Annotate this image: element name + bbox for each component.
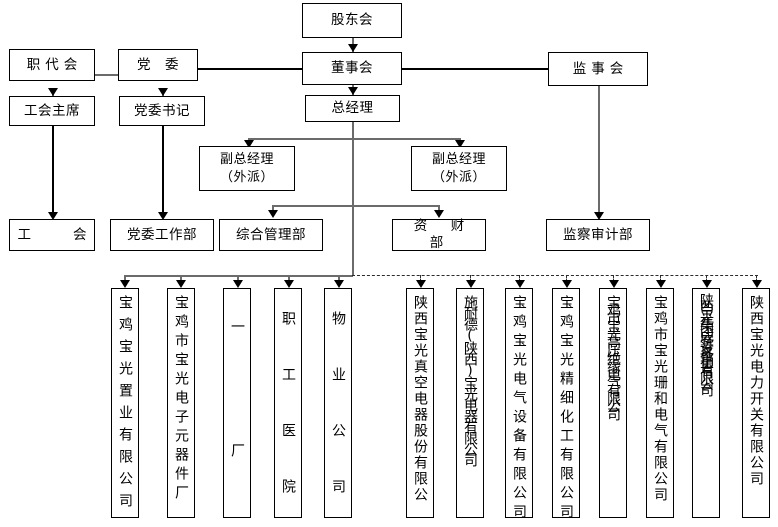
subsidiary-label: 施耐德(陕西)宝光电器有限公司 [462, 295, 478, 464]
node-subsidiary-8[interactable]: 宝鸡宝光电气设备有限公司 [505, 288, 533, 518]
node-subsidiary-6[interactable]: 陕西宝光真空电器股份有限公 [406, 288, 434, 518]
arrowhead-deputy-gm-left [244, 140, 254, 148]
subsidiary-label: 陕西宝光集团成套设备销售有限公司 [698, 293, 714, 389]
arrowhead-sub-7 [466, 280, 476, 288]
node-union[interactable]: 工 会 [9, 219, 95, 251]
arrowhead-sub-5 [334, 280, 344, 288]
node-general-manager[interactable]: 总经理 [305, 95, 400, 122]
connector-board-to-party [198, 68, 302, 70]
connector-deputy-generaladmin [272, 205, 274, 213]
connector-board-to-supervisory [402, 68, 548, 70]
node-subsidiary-1[interactable]: 宝鸡宝光置业有限公司 [111, 288, 139, 518]
node-deputy-gm-right[interactable]: 副总经理 （外派） [411, 146, 507, 191]
node-subsidiary-2[interactable]: 宝鸡市宝光电子元器件厂 [167, 288, 195, 518]
node-subsidiary-4[interactable]: 职工医院 [274, 288, 302, 518]
arrowhead-gm [348, 87, 358, 95]
subsidiary-bus-dashed [352, 275, 758, 276]
node-subsidiary-12[interactable]: 陕西宝光集团成套设备销售有限公司 [692, 288, 720, 518]
node-subsidiary-3[interactable]: 一厂 [223, 288, 251, 518]
arrowhead-deputy-gm-right [455, 140, 465, 148]
arrowhead-union [48, 212, 58, 220]
subsidiary-label: 宝鸡宝光置业有限公司 [117, 295, 133, 515]
connector-gm-spine [352, 122, 354, 275]
arrowhead-sub-12 [702, 280, 712, 288]
connector-deputy-depts-bar [272, 205, 439, 207]
subsidiary-label: 宝鸡市宝光高压绝缘电气有限公司 [605, 295, 621, 415]
arrowhead-party-secretary [158, 88, 168, 96]
arrowhead-finance-dept [434, 210, 444, 218]
arrowhead-sub-9 [562, 280, 572, 288]
node-audit-dept[interactable]: 监察审计部 [546, 219, 650, 251]
node-finance-dept[interactable]: 资 财 部 [392, 218, 486, 251]
connector-supervisory-audit [598, 86, 600, 218]
connector-unionchair-union [52, 126, 54, 218]
connector-secretary-partyworkdept [162, 126, 164, 218]
connector-party-to-congress [95, 74, 127, 76]
node-deputy-gm-left[interactable]: 副总经理 （外派） [199, 146, 295, 191]
node-party-work-dept[interactable]: 党委工作部 [110, 219, 214, 251]
node-shareholders[interactable]: 股东会 [302, 3, 402, 38]
arrowhead-sub-10 [609, 280, 619, 288]
node-board-of-directors[interactable]: 董事会 [302, 52, 402, 85]
connector-gm-deputies-bar [248, 138, 460, 140]
arrowhead-sub-11 [656, 280, 666, 288]
node-subsidiary-11[interactable]: 宝鸡市宝光珊和电气有限公司 [646, 288, 674, 518]
node-union-chairman[interactable]: 工会主席 [9, 96, 95, 126]
arrowhead-sub-6 [416, 280, 426, 288]
node-subsidiary-10[interactable]: 宝鸡市宝光高压绝缘电气有限公司 [599, 288, 627, 518]
subsidiary-label: 宝鸡宝光精细化工有限公司 [558, 295, 574, 518]
arrowhead-audit-dept [594, 212, 604, 220]
arrowhead-board [348, 44, 358, 52]
arrowhead-party-work-dept [158, 212, 168, 220]
arrowhead-sub-3 [233, 280, 243, 288]
node-subsidiary-7[interactable]: 施耐德(陕西)宝光电器有限公司 [456, 288, 484, 518]
arrowhead-sub-2 [176, 280, 186, 288]
node-party-secretary[interactable]: 党委书记 [119, 96, 205, 126]
subsidiary-label: 一厂 [229, 319, 245, 518]
node-party-committee[interactable]: 党 委 [118, 49, 198, 81]
subsidiary-label: 陕西宝光电力开关有限公司 [748, 295, 764, 487]
connector-deputy-finance [438, 205, 440, 213]
arrowhead-sub-8 [515, 280, 525, 288]
arrowhead-sub-1 [120, 280, 130, 288]
subsidiary-label: 宝鸡市宝光珊和电气有限公司 [652, 295, 668, 503]
node-workers-congress[interactable]: 职代会 [9, 49, 95, 81]
subsidiary-label: 职工医院 [280, 311, 296, 518]
node-general-admin-dept[interactable]: 综合管理部 [219, 219, 323, 251]
arrowhead-sub-4 [284, 280, 294, 288]
node-supervisory-board[interactable]: 监事会 [548, 52, 648, 86]
subsidiary-label: 物业公司 [330, 311, 346, 518]
node-subsidiary-9[interactable]: 宝鸡宝光精细化工有限公司 [552, 288, 580, 518]
arrowhead-sub-13 [752, 280, 762, 288]
node-subsidiary-5[interactable]: 物业公司 [324, 288, 352, 518]
arrowhead-general-admin-dept [268, 210, 278, 218]
arrowhead-union-chairman [48, 88, 58, 96]
subsidiary-label: 宝鸡市宝光电子元器件厂 [173, 295, 189, 504]
subsidiary-label: 陕西宝光真空电器股份有限公 [412, 295, 428, 503]
subsidiary-label: 宝鸡宝光电气设备有限公司 [511, 295, 527, 518]
node-subsidiary-13[interactable]: 陕西宝光电力开关有限公司 [742, 288, 770, 518]
